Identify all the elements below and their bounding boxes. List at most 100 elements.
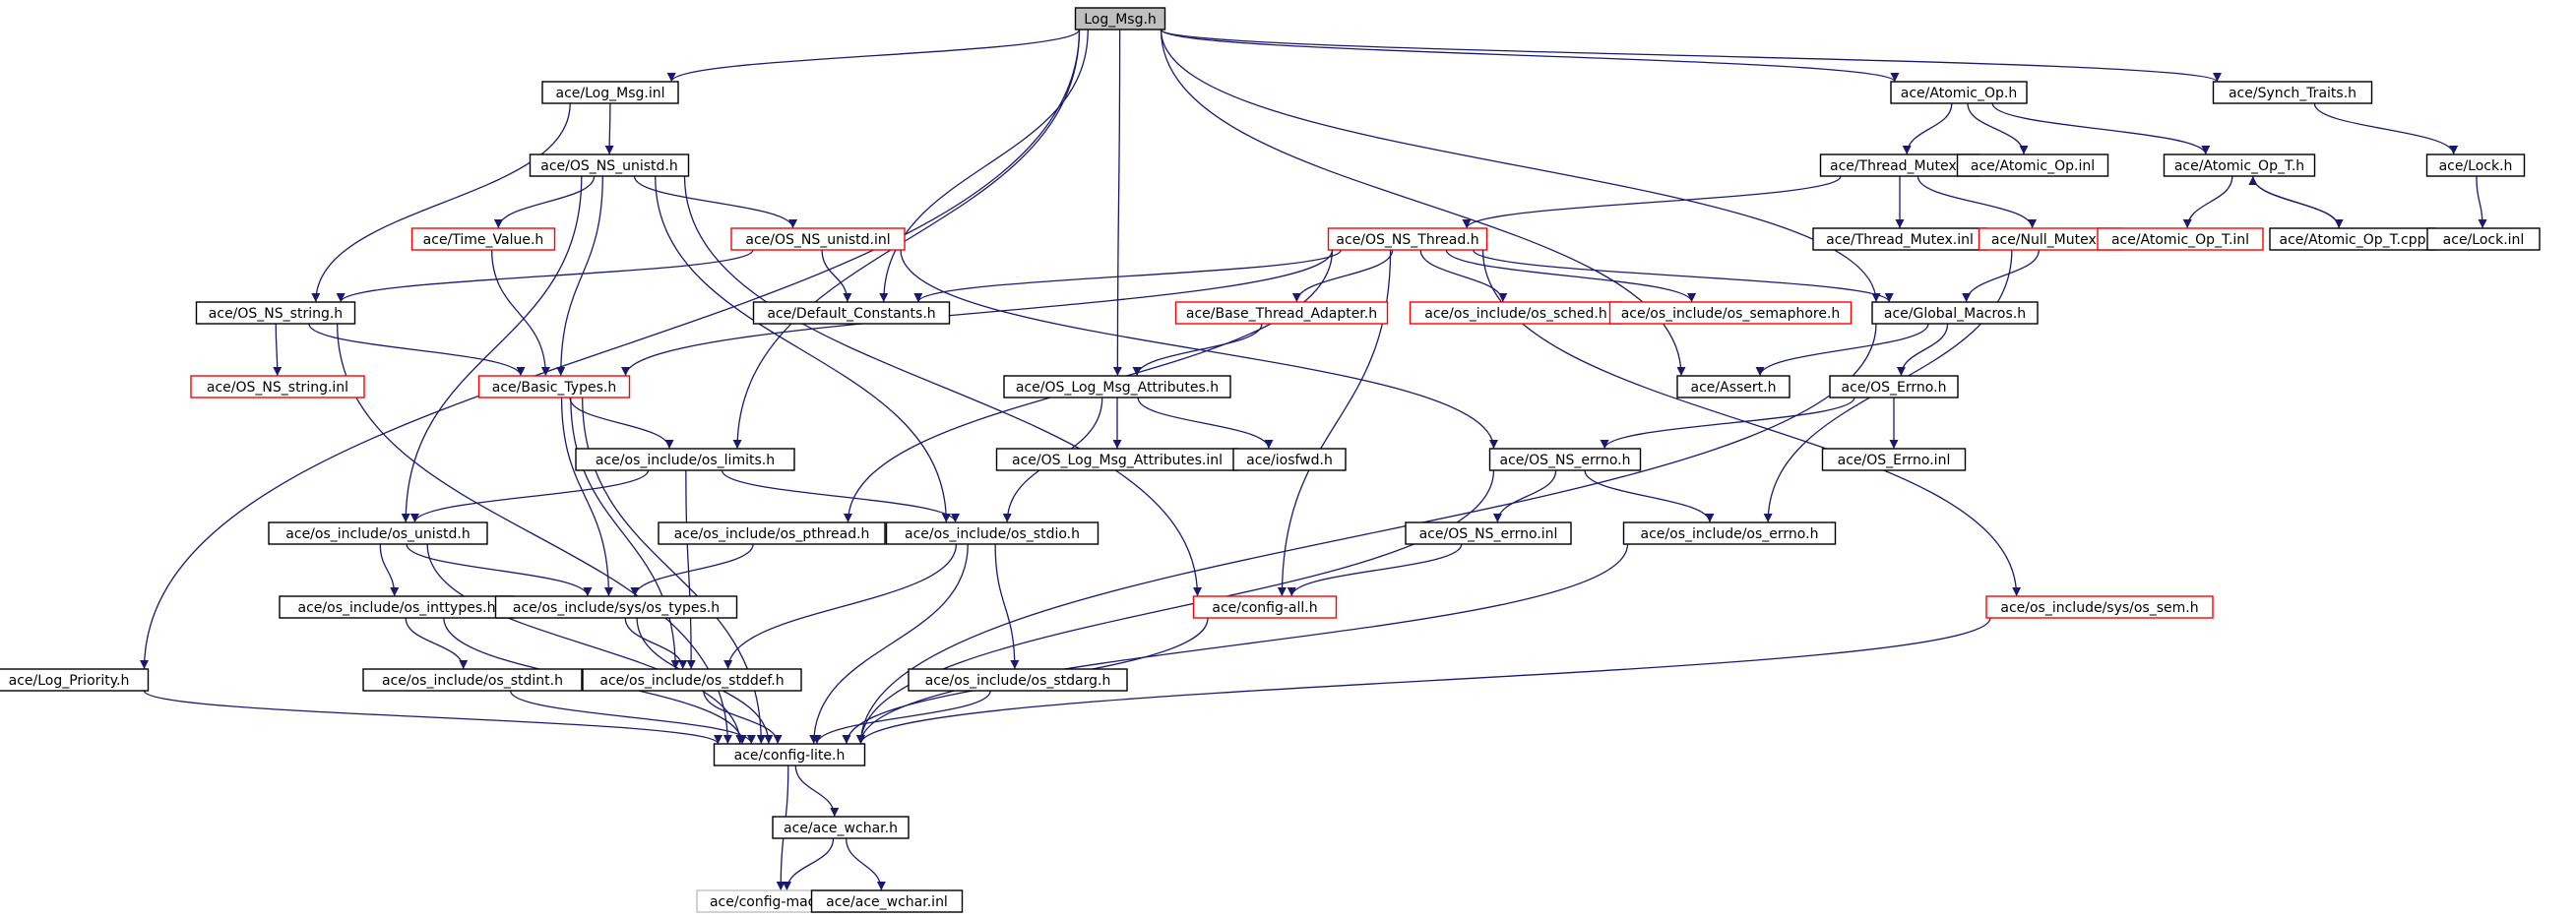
graph-node-ace-os-include-os-pthread-h[interactable]: ace/os_include/os_pthread.h [658,521,886,545]
node-box[interactable] [1676,375,1791,398]
node-box[interactable] [1074,7,1166,31]
edge-n11-n20 [1419,249,1508,303]
node-box[interactable] [190,375,365,398]
graph-node-ace-log-msg-inl[interactable]: ace/Log_Msg.inl [541,81,679,104]
graph-node-ace-os-ns-thread-h[interactable]: ace/OS_NS_Thread.h [1327,227,1488,251]
graph-node-ace-atomic-op-t-cpp[interactable]: ace/Atomic_Op_T.cpp [2269,227,2436,251]
node-box[interactable] [494,595,738,619]
graph-node-ace-global-macros-h[interactable]: ace/Global_Macros.h [1871,301,2039,325]
graph-node-ace-os-include-os-stdarg-h[interactable]: ace/os_include/os_stdarg.h [908,668,1128,692]
graph-node-ace-base-thread-adapter-h[interactable]: ace/Base_Thread_Adapter.h [1174,301,1389,325]
node-box[interactable] [2212,81,2373,104]
node-box[interactable] [2097,227,2264,251]
node-box[interactable] [885,521,1100,545]
graph-node-ace-os-ns-string-h[interactable]: ace/OS_NS_string.h [195,301,356,325]
graph-node-ace-default-constants-h[interactable]: ace/Default_Constants.h [752,301,951,325]
node-box[interactable] [752,301,951,325]
node-box[interactable] [2163,153,2316,177]
node-box[interactable] [477,375,631,398]
graph-node-ace-os-include-os-stdint-h[interactable]: ace/os_include/os_stdint.h [362,668,583,692]
node-box[interactable] [410,227,556,251]
node-label: ace/ace_wchar.inl [826,894,948,910]
node-box[interactable] [1956,153,2109,177]
graph-node-ace-synch-traits-h[interactable]: ace/Synch_Traits.h [2212,81,2373,104]
node-box[interactable] [1327,227,1488,251]
node-box[interactable] [1622,521,1837,545]
node-box[interactable] [772,816,910,839]
node-label: ace/Null_Mutex.h [1991,232,2109,248]
graph-node-ace-lock-inl[interactable]: ace/Lock.inl [2426,227,2541,251]
node-label: ace/os_include/os_semaphore.h [1621,306,1841,322]
graph-node-ace-os-errno-inl[interactable]: ace/OS_Errno.inl [1821,448,1967,471]
node-box[interactable] [362,668,583,692]
node-box[interactable] [195,301,356,325]
graph-node-ace-time-value-h[interactable]: ace/Time_Value.h [410,227,556,251]
node-box[interactable] [529,153,690,177]
edge-n2-n6 [1967,102,2029,155]
graph-node-ace-os-include-os-inttypes-h[interactable]: ace/os_include/os_inttypes.h [279,595,515,619]
graph-node-ace-atomic-op-t-inl[interactable]: ace/Atomic_Op_T.inl [2097,227,2264,251]
node-label: ace/OS_Errno.inl [1838,453,1951,468]
node-box[interactable] [1821,448,1967,471]
node-box[interactable] [0,668,150,692]
node-box[interactable] [1232,448,1347,471]
node-box[interactable] [908,668,1128,692]
node-box[interactable] [541,81,679,104]
graph-node-ace-os-include-os-limits-h[interactable]: ace/os_include/os_limits.h [575,448,795,471]
node-box[interactable] [1608,301,1853,325]
graph-node-ace-os-include-sys-os-types-h[interactable]: ace/os_include/sys/os_types.h [494,595,738,619]
graph-node-ace-iosfwd-h[interactable]: ace/iosfwd.h [1232,448,1347,471]
graph-node-ace-os-include-sys-os-sem-h[interactable]: ace/os_include/sys/os_sem.h [1985,595,2214,619]
graph-node-ace-thread-mutex-inl[interactable]: ace/Thread_Mutex.inl [1812,227,1987,251]
graph-node-ace-os-ns-errno-h[interactable]: ace/OS_NS_errno.h [1488,448,1642,471]
node-box[interactable] [2426,227,2541,251]
graph-node-ace-log-priority-h[interactable]: ace/Log_Priority.h [0,668,150,692]
node-box[interactable] [810,889,964,913]
node-box[interactable] [1405,521,1572,545]
graph-node-ace-basic-types-h[interactable]: ace/Basic_Types.h [477,375,631,398]
node-box[interactable] [713,743,866,766]
node-box[interactable] [1003,375,1231,398]
node-box[interactable] [582,668,802,692]
graph-node-ace-os-include-os-stdio-h[interactable]: ace/os_include/os_stdio.h [885,521,1100,545]
graph-node-ace-os-errno-h[interactable]: ace/OS_Errno.h [1829,375,1959,398]
node-box[interactable] [1174,301,1389,325]
node-box[interactable] [575,448,795,471]
graph-node-ace-os-include-os-semaphore-h[interactable]: ace/os_include/os_semaphore.h [1608,301,1853,325]
graph-node-ace-assert-h[interactable]: ace/Assert.h [1676,375,1791,398]
node-box[interactable] [1488,448,1642,471]
graph-node-ace-atomic-op-inl[interactable]: ace/Atomic_Op.inl [1956,153,2109,177]
graph-node-ace-os-include-os-unistd-h[interactable]: ace/os_include/os_unistd.h [268,521,488,545]
graph-node-ace-os-log-msg-attributes-h[interactable]: ace/OS_Log_Msg_Attributes.h [1003,375,1231,398]
node-box[interactable] [268,521,488,545]
edge-n0-n18 [879,29,1089,303]
graph-node-ace-atomic-op-t-h[interactable]: ace/Atomic_Op_T.h [2163,153,2316,177]
graph-node-ace-lock-h[interactable]: ace/Lock.h [2425,153,2526,177]
node-box[interactable] [658,521,886,545]
graph-node-ace-os-ns-unistd-h[interactable]: ace/OS_NS_unistd.h [529,153,690,177]
graph-node-ace-os-ns-string-inl[interactable]: ace/OS_NS_string.inl [190,375,365,398]
graph-node-ace-os-include-os-sched-h[interactable]: ace/os_include/os_sched.h [1409,301,1623,325]
graph-node-ace-ace-wchar-h[interactable]: ace/ace_wchar.h [772,816,910,839]
node-box[interactable] [1192,595,1338,619]
graph-node-ace-os-include-os-errno-h[interactable]: ace/os_include/os_errno.h [1622,521,1837,545]
graph-node-ace-ace-wchar-inl[interactable]: ace/ace_wchar.inl [810,889,964,913]
node-label: ace/os_include/os_inttypes.h [298,600,496,616]
node-box[interactable] [2425,153,2526,177]
node-box[interactable] [1890,81,2028,104]
edge-n24-n39 [560,397,613,597]
graph-node-ace-os-log-msg-attributes-inl[interactable]: ace/OS_Log_Msg_Attributes.inl [995,448,1239,471]
node-box[interactable] [730,227,906,251]
graph-node-ace-os-ns-errno-inl[interactable]: ace/OS_NS_errno.inl [1405,521,1572,545]
graph-node-ace-os-ns-unistd-inl[interactable]: ace/OS_NS_unistd.inl [730,227,906,251]
node-box[interactable] [1985,595,2214,619]
node-box[interactable] [1829,375,1959,398]
graph-node-ace-config-all-h[interactable]: ace/config-all.h [1192,595,1338,619]
graph-node-log-msg-h[interactable]: Log_Msg.h [1074,7,1166,31]
graph-node-ace-thread-mutex-h[interactable]: ace/Thread_Mutex.h [1819,153,1980,177]
graph-node-ace-os-include-os-stddef-h[interactable]: ace/os_include/os_stddef.h [582,668,802,692]
graph-node-ace-config-lite-h[interactable]: ace/config-lite.h [713,743,866,766]
graph-node-ace-atomic-op-h[interactable]: ace/Atomic_Op.h [1890,81,2028,104]
edge-n8-n16 [2476,175,2487,229]
node-box[interactable] [1871,301,2039,325]
